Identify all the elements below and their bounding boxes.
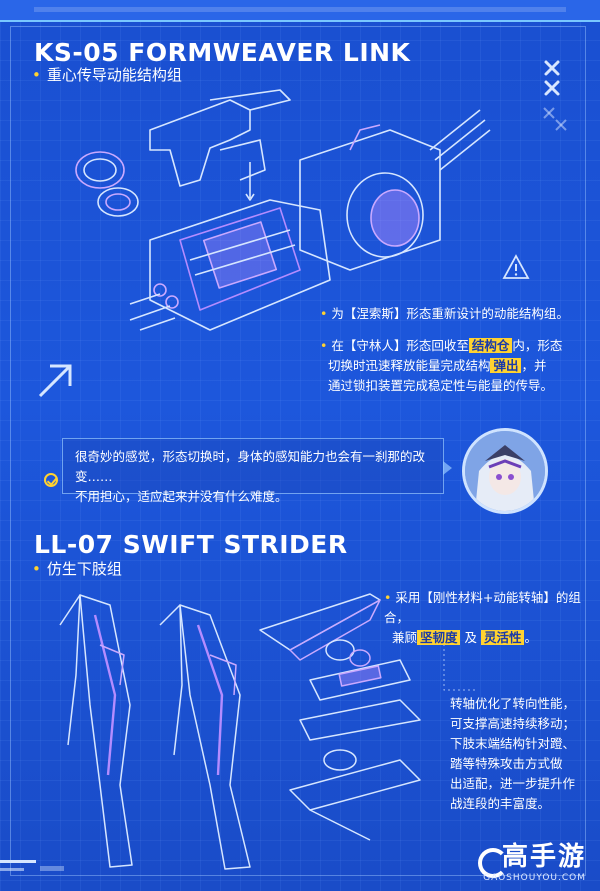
bullet-icon: • <box>320 306 328 321</box>
warning-icon <box>502 254 530 279</box>
bullet-icon: • <box>320 338 328 353</box>
note-line: 下肢末端结构针对蹬、 <box>450 736 576 751</box>
section2-subtitle-text: 仿生下肢组 <box>46 560 122 578</box>
note-line: 踏等特殊攻击方式做 <box>450 756 563 771</box>
watermark: 高手游 GAOSHOUYOU.COM <box>483 836 586 883</box>
section1-note-1-text: 为【涅索斯】形态重新设计的动能结构组。 <box>331 306 569 321</box>
note-text: 采用【刚性材料+动能转轴】的组合， <box>384 590 581 625</box>
section1-title: KS-05 FORMWEAVER LINK <box>34 38 411 67</box>
section1-note-2: • 在【守林人】形态回收至结构仓内，形态 切换时迅速释放能量完成结构弹出，并 通… <box>320 336 582 396</box>
check-icon <box>44 473 58 487</box>
highlight-flexibility: 灵活性 <box>480 630 525 645</box>
dialogue-line-2: 不用担心，适应起来并没有什么难度。 <box>75 489 288 504</box>
dialogue-box: 很奇妙的感觉，形态切换时，身体的感知能力也会有一刹那的改变…… 不用担心，适应起… <box>62 438 452 504</box>
decorative-bars <box>0 860 64 871</box>
note-line: 可支撑高速持续移动； <box>450 716 576 731</box>
note-text: 在【守林人】形态回收至 <box>331 338 469 353</box>
character-avatar <box>462 428 548 514</box>
note-line: 战连段的丰富度。 <box>450 796 551 811</box>
section2-title: LL-07 SWIFT STRIDER <box>34 530 348 559</box>
watermark-name: 高手游 <box>501 842 586 872</box>
dialogue-line-1: 很奇妙的感觉，形态切换时，身体的感知能力也会有一刹那的改变…… <box>75 449 426 484</box>
x-marks-icon <box>543 60 567 131</box>
section1-subtitle-text: 重心传导动能结构组 <box>46 66 182 84</box>
connector-line <box>443 644 476 691</box>
note-line: 转轴优化了转向性能， <box>450 696 576 711</box>
section2-note-2: 转轴优化了转向性能， 可支撑高速持续移动； 下肢末端结构针对蹬、 踏等特殊攻击方… <box>450 694 590 814</box>
bullet-icon: • <box>384 590 392 605</box>
formweaver-link-illustration <box>75 89 491 331</box>
gaoshouyou-logo-icon <box>478 848 508 878</box>
highlight-toughness: 坚韧度 <box>416 630 461 645</box>
section2-subtitle: • 仿生下肢组 <box>32 558 122 579</box>
watermark-url: GAOSHOUYOU.COM <box>483 873 586 883</box>
swift-strider-parts-illustration <box>259 593 421 841</box>
note-line: 出适配，进一步提升作 <box>450 776 576 791</box>
note-text: 内，形态 <box>512 338 563 353</box>
character-portrait-icon <box>465 431 545 511</box>
highlight-eject: 弹出 <box>490 358 522 373</box>
note-text: 。 <box>524 630 537 645</box>
swift-strider-legs-illustration <box>59 594 251 870</box>
bullet-icon: • <box>32 66 41 84</box>
arrow-up-right-icon <box>38 364 72 398</box>
note-text: 通过锁扣装置完成稳定性与能量的传导。 <box>327 378 553 393</box>
note-text: ，并 <box>521 358 547 373</box>
note-text: 切换时迅速释放能量完成结构 <box>327 358 491 373</box>
note-text: 兼顾 <box>391 630 417 645</box>
note-text: 及 <box>464 630 477 645</box>
section2-note-1: • 采用【刚性材料+动能转轴】的组合， 兼顾坚韧度 及 灵活性。 <box>384 588 594 648</box>
highlight-structure-bay: 结构仓 <box>468 338 513 353</box>
section1-subtitle: • 重心传导动能结构组 <box>32 64 182 85</box>
section1-note-1: • 为【涅索斯】形态重新设计的动能结构组。 <box>320 304 570 324</box>
bullet-icon: • <box>32 560 41 578</box>
top-bar <box>0 0 600 22</box>
page-frame <box>10 26 586 876</box>
